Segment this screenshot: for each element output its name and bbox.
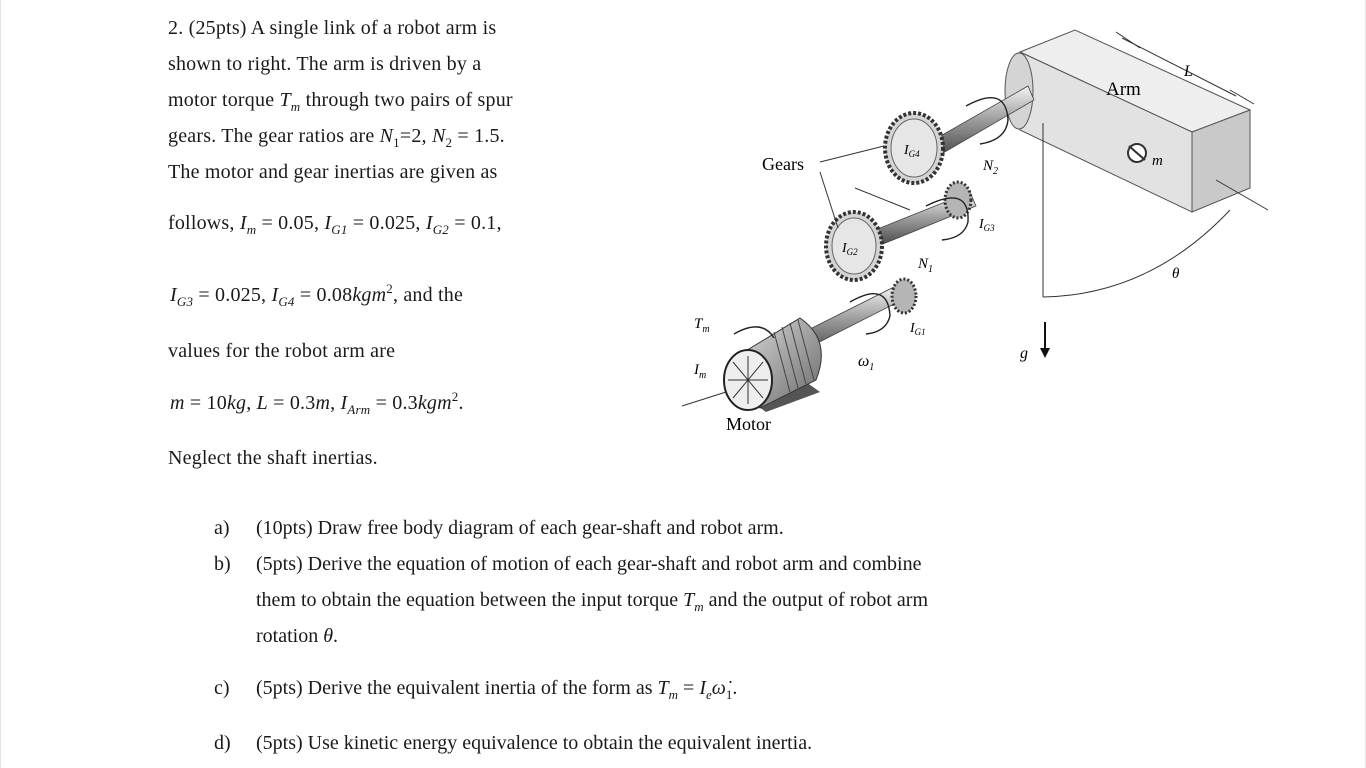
omega-label: ω1 bbox=[858, 353, 874, 373]
question-label: d) bbox=[214, 732, 231, 754]
gear-g2-label: IG2 bbox=[841, 241, 858, 257]
inertia-values-line: IG3 = 0.025, IG4 = 0.08kgm2, and the bbox=[170, 281, 464, 309]
ratio-n2-label: N2 bbox=[982, 158, 998, 177]
question-label: a) bbox=[214, 517, 230, 539]
problem-line: shown to right. The arm is driven by a bbox=[168, 53, 482, 75]
motor-torque-label: Tm bbox=[694, 316, 710, 335]
gear-g3-label: IG3 bbox=[978, 217, 995, 233]
question-text: (5pts) Derive the equivalent inertia of … bbox=[256, 677, 738, 702]
motor-inertia-label: Im bbox=[693, 362, 706, 381]
question-text: (5pts) Derive the equation of motion of … bbox=[256, 553, 922, 575]
question-text: (10pts) Draw free body diagram of each g… bbox=[256, 517, 784, 539]
problem-header: 2. (25pts) A single link of a robot arm … bbox=[168, 17, 497, 39]
inertia-values-line: follows, Im = 0.05, IG1 = 0.025, IG2 = 0… bbox=[168, 212, 502, 237]
arm-label: Arm bbox=[1106, 79, 1141, 100]
length-label: L bbox=[1183, 63, 1193, 80]
ratio-n1-label: N1 bbox=[917, 256, 933, 275]
question-text: rotation θ. bbox=[256, 625, 339, 647]
question-text: (5pts) Use kinetic energy equivalence to… bbox=[256, 732, 813, 754]
problem-line: Neglect the shaft inertias. bbox=[168, 447, 378, 469]
problem-line: values for the robot arm are bbox=[168, 340, 396, 362]
length-dimension bbox=[1115, 31, 1255, 105]
gear-g4 bbox=[883, 111, 945, 185]
gears-label: Gears bbox=[762, 154, 804, 174]
motor bbox=[723, 317, 822, 412]
gear-g1 bbox=[890, 277, 918, 315]
gear-g3 bbox=[943, 180, 973, 220]
arm-values-line: m = 10kg, L = 0.3m, IArm = 0.3kgm2. bbox=[170, 389, 464, 417]
gravity-label: g bbox=[1020, 345, 1028, 362]
motor-label: Motor bbox=[726, 414, 771, 434]
left-border bbox=[0, 0, 1, 768]
robot-arm-figure: Arm m L θ g IG4 IG2 G bbox=[681, 29, 1269, 434]
arm-block bbox=[1004, 29, 1252, 213]
motor-torque-arrow bbox=[733, 326, 775, 339]
mass-label: m bbox=[1152, 153, 1163, 169]
question-label: c) bbox=[214, 677, 230, 699]
question-text: them to obtain the equation between the … bbox=[256, 589, 929, 614]
rotation-arrows bbox=[849, 97, 1009, 335]
gear-g2 bbox=[824, 210, 884, 282]
theta-label: θ bbox=[1172, 266, 1180, 282]
gear-g4-label: IG4 bbox=[903, 143, 920, 159]
problem-line: The motor and gear inertias are given as bbox=[168, 161, 498, 183]
gear-g1-label: IG1 bbox=[909, 321, 926, 337]
theta-arc bbox=[1042, 209, 1231, 298]
question-label: b) bbox=[214, 553, 231, 575]
problem-line: motor torque Tm through two pairs of spu… bbox=[168, 89, 513, 114]
problem-line: gears. The gear ratios are N1=2, N2 = 1.… bbox=[168, 125, 505, 150]
